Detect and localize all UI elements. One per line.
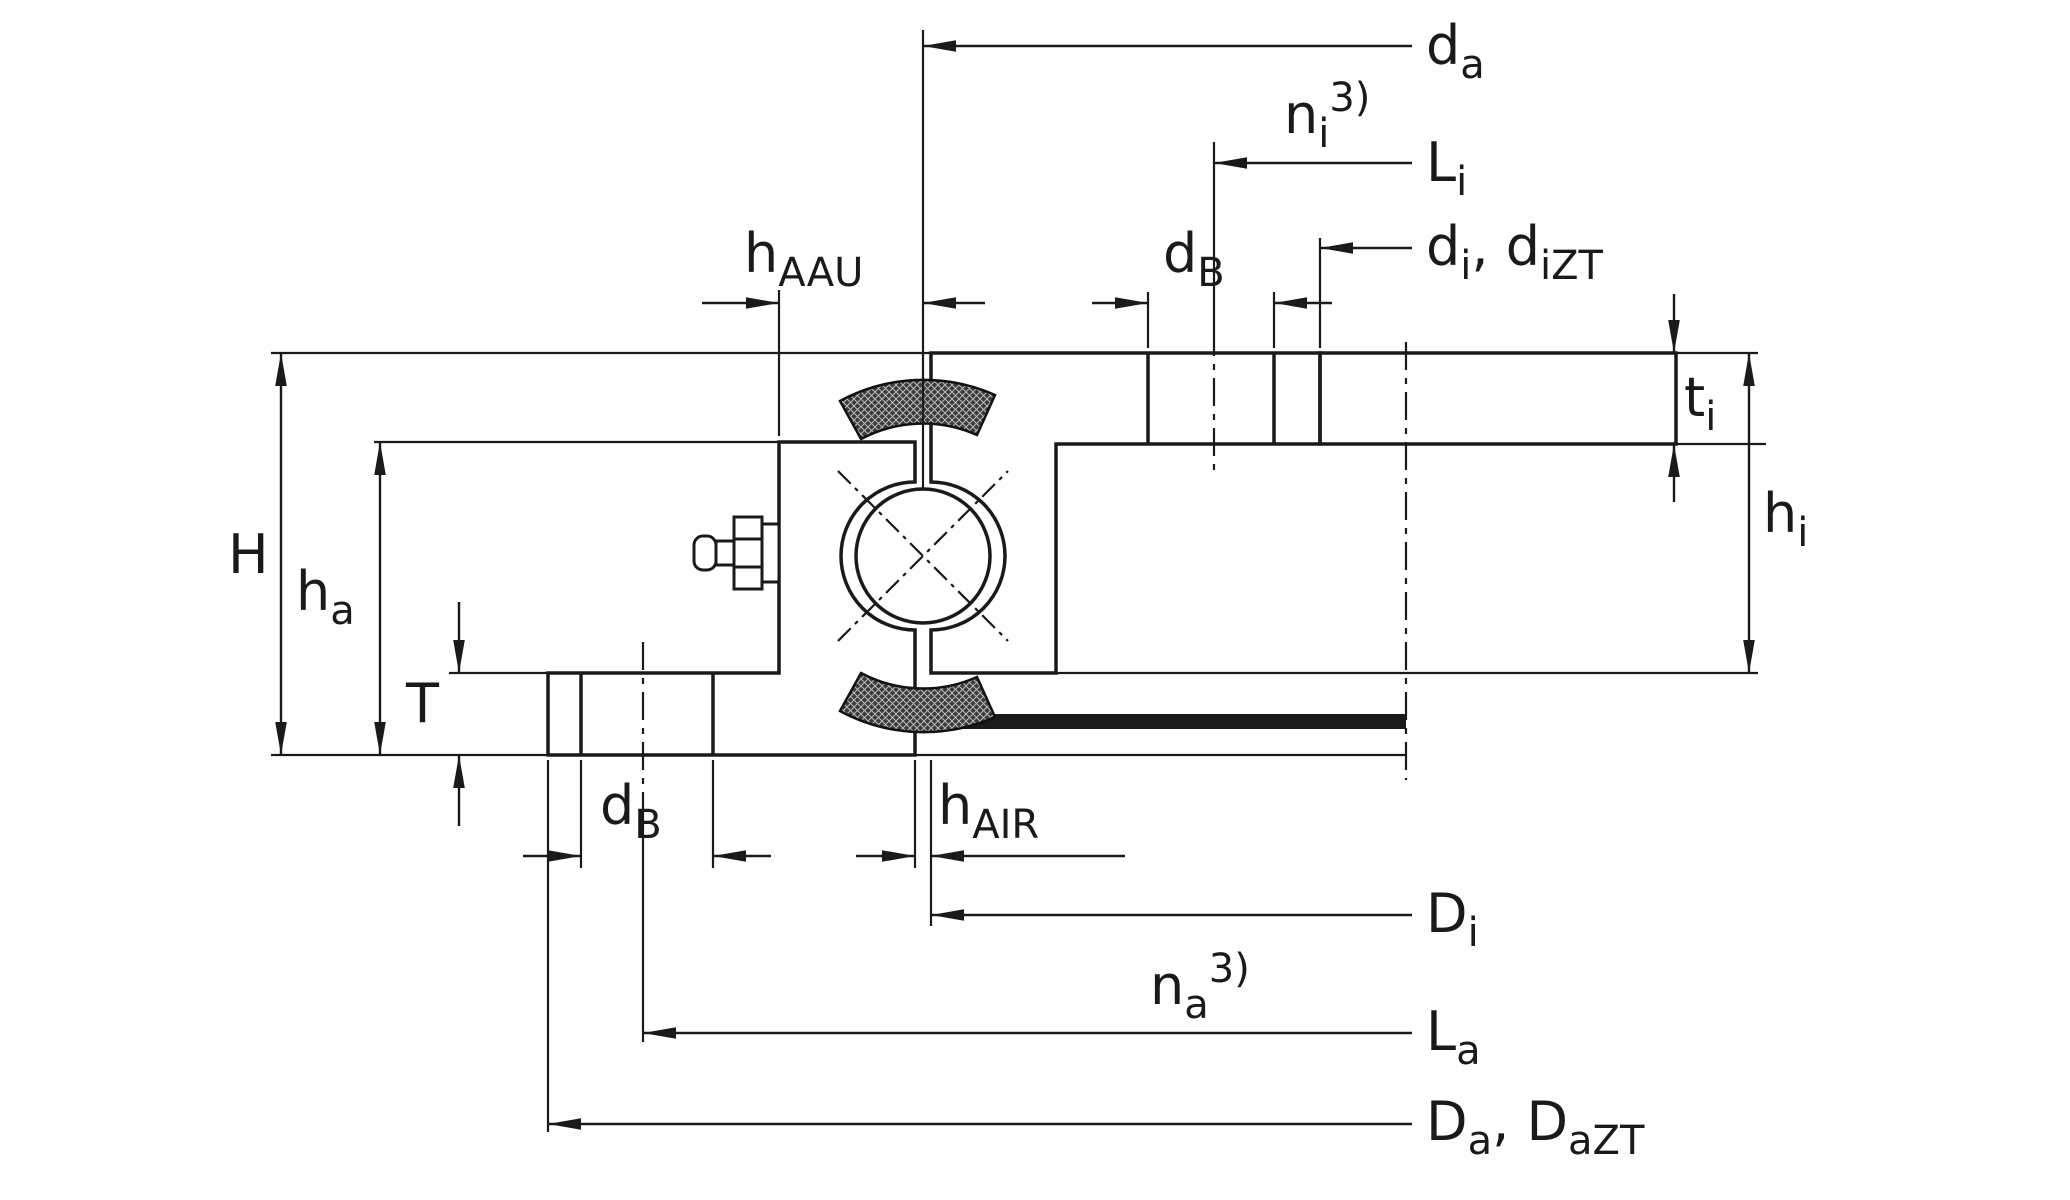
grease-nipple-icon — [692, 515, 781, 591]
lower-seal — [838, 671, 997, 734]
label-hAIR: hAIR — [938, 774, 1039, 848]
label-Di: Di — [1426, 882, 1479, 956]
bearing-section — [546, 351, 1678, 757]
label-di-dizt: di, diZT — [1426, 215, 1604, 289]
seal-strip — [938, 714, 1406, 729]
extension-lines — [271, 30, 1766, 1132]
label-La: La — [1426, 1000, 1481, 1074]
label-Li: Li — [1426, 131, 1467, 205]
label-da: da — [1426, 14, 1485, 88]
label-hAAU: hAAU — [744, 222, 863, 296]
label-ni: ni3) — [1284, 75, 1370, 157]
label-T: T — [405, 672, 440, 735]
label-ha: ha — [296, 560, 355, 634]
label-na: na3) — [1150, 946, 1250, 1028]
ball-centerline-icon — [837, 470, 1009, 642]
centerlines — [641, 328, 1408, 800]
label-ti: ti — [1684, 366, 1716, 440]
label-dB-bottom: dB — [600, 774, 662, 848]
dimension-labels: H ha T hAAU dB da ni3) Li di, diZT ti hi… — [228, 14, 1808, 1164]
outer-ring-section — [546, 440, 917, 757]
label-Da-dazt: Da, DaZT — [1426, 1090, 1645, 1164]
inner-ring-section — [929, 351, 1322, 675]
dimension-lines — [275, 40, 1755, 1130]
upper-seal — [838, 378, 997, 441]
inner-ring-plain-band — [1318, 351, 1678, 446]
label-hi: hi — [1763, 482, 1808, 556]
label-dB-top: dB — [1163, 222, 1225, 296]
label-H: H — [228, 523, 269, 586]
